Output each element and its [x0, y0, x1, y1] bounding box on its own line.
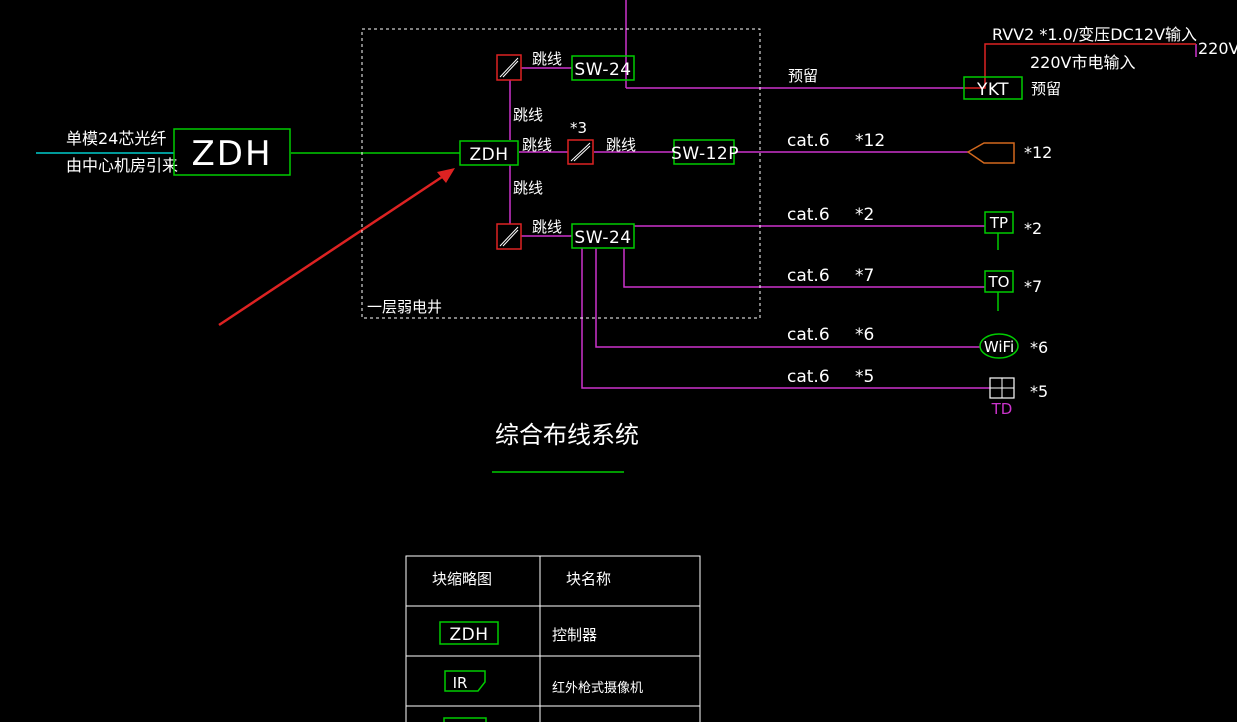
tp-count: *2 — [1024, 219, 1042, 238]
td-device-label: TD — [991, 400, 1013, 418]
output-cable-label-wifi: cat.6 — [787, 325, 830, 345]
output-qty-label-to: *7 — [855, 266, 874, 286]
ykt-box[interactable]: YKT — [963, 76, 1023, 100]
top-switch-label: SW-24 — [574, 60, 631, 80]
legend-header-name: 块名称 — [566, 570, 611, 588]
camera-count: *12 — [1024, 143, 1052, 162]
source-zdh-label: ZDH — [191, 134, 272, 174]
source-zdh-box[interactable]: ZDH — [173, 128, 291, 176]
to-device-label: TO — [988, 273, 1010, 291]
output-qty-label-wifi: *6 — [855, 325, 874, 345]
legend-row-ir[interactable]: IR 红外枪式摄像机 — [444, 670, 643, 696]
to-device-box[interactable]: TO — [984, 270, 1014, 293]
dc12v-input-line — [964, 43, 1196, 89]
to-count: *7 — [1024, 277, 1042, 296]
magenta-cable-lines — [509, 0, 1197, 389]
controller-zdh-label: ZDH — [469, 145, 508, 165]
tp-device-box[interactable]: TP — [984, 211, 1014, 234]
bottom-patch-panel[interactable] — [496, 223, 522, 250]
mid-patch-panel[interactable] — [567, 139, 594, 165]
td-count: *5 — [1030, 382, 1048, 401]
output-line-to — [623, 248, 985, 288]
wifi-device-label: WiFi — [984, 338, 1014, 356]
top-jumper-label: 跳线 — [532, 50, 562, 68]
legend-row-zdh[interactable]: ZDH 控制器 — [439, 621, 597, 645]
legend-table: 块缩略图 块名称 ZDH 控制器 IR 红外枪式摄像机 — [405, 555, 701, 722]
system-title: 综合布线系统 — [495, 421, 639, 449]
top-patch-panel[interactable] — [496, 54, 522, 81]
output-cable-label-tp: cat.6 — [787, 205, 830, 225]
legend-zdh-icon-label: ZDH — [449, 625, 488, 645]
shaft-label: 一层弱电井 — [367, 298, 442, 316]
top-switch-sw24[interactable]: SW-24 — [571, 55, 635, 81]
dc12v-cable-label: RVV2 *1.0/变压DC12V输入 — [992, 25, 1197, 44]
bottom-jumper-label: 跳线 — [532, 218, 562, 236]
bottom-switch-label: SW-24 — [574, 228, 631, 248]
mid-jumper-left-label: 跳线 — [522, 136, 552, 154]
output-qty-label-camera: *12 — [855, 131, 885, 151]
source-label-line1: 单模24芯光纤 — [66, 129, 166, 148]
mid-patch-count: *3 — [570, 119, 587, 137]
camera-device-icon[interactable] — [966, 142, 1015, 164]
output-cable-label-to: cat.6 — [787, 266, 830, 286]
legend-header-thumbnail: 块缩略图 — [432, 570, 492, 588]
tp-device-label: TP — [989, 214, 1008, 232]
legend-ir-icon-label: IR — [453, 674, 468, 692]
mid-jumper-right-label: 跳线 — [606, 136, 636, 154]
annotation-arrow-head — [437, 168, 455, 183]
mains-input-label: 220V市电输入 — [1030, 53, 1136, 72]
reserved-device-label: 预留 — [1031, 80, 1061, 98]
output-cable-label-camera: cat.6 — [787, 131, 830, 151]
legend-zdh-name: 控制器 — [552, 626, 597, 644]
green-lines — [291, 152, 999, 473]
vertical-jumper-lower-label: 跳线 — [513, 179, 543, 197]
voltage-label: 220V — [1198, 39, 1237, 58]
td-device-box[interactable]: TD — [989, 377, 1015, 418]
output-qty-label-tp: *2 — [855, 205, 874, 225]
source-label-line2: 由中心机房引来 — [66, 156, 178, 175]
output-line-td — [581, 248, 990, 389]
ykt-label: YKT — [976, 80, 1009, 100]
vertical-jumper-upper-label: 跳线 — [513, 106, 543, 124]
output-line-wifi — [595, 248, 980, 348]
mid-switch-label: SW-12P — [671, 144, 739, 164]
reserved-line-label: 预留 — [788, 67, 818, 85]
annotation-arrow — [218, 171, 449, 327]
bottom-switch-sw24[interactable]: SW-24 — [571, 223, 635, 249]
legend-next-row-icon — [443, 717, 487, 722]
shaft-boundary[interactable] — [361, 28, 761, 319]
wifi-device-ellipse[interactable]: WiFi — [979, 333, 1019, 359]
legend-ir-name: 红外枪式摄像机 — [552, 680, 643, 696]
red-lines — [218, 43, 1196, 327]
controller-zdh-box[interactable]: ZDH — [459, 140, 519, 166]
mid-switch-sw12p[interactable]: SW-12P — [671, 139, 739, 165]
wifi-count: *6 — [1030, 338, 1048, 357]
output-cable-label-td: cat.6 — [787, 367, 830, 387]
output-qty-label-td: *5 — [855, 367, 874, 387]
